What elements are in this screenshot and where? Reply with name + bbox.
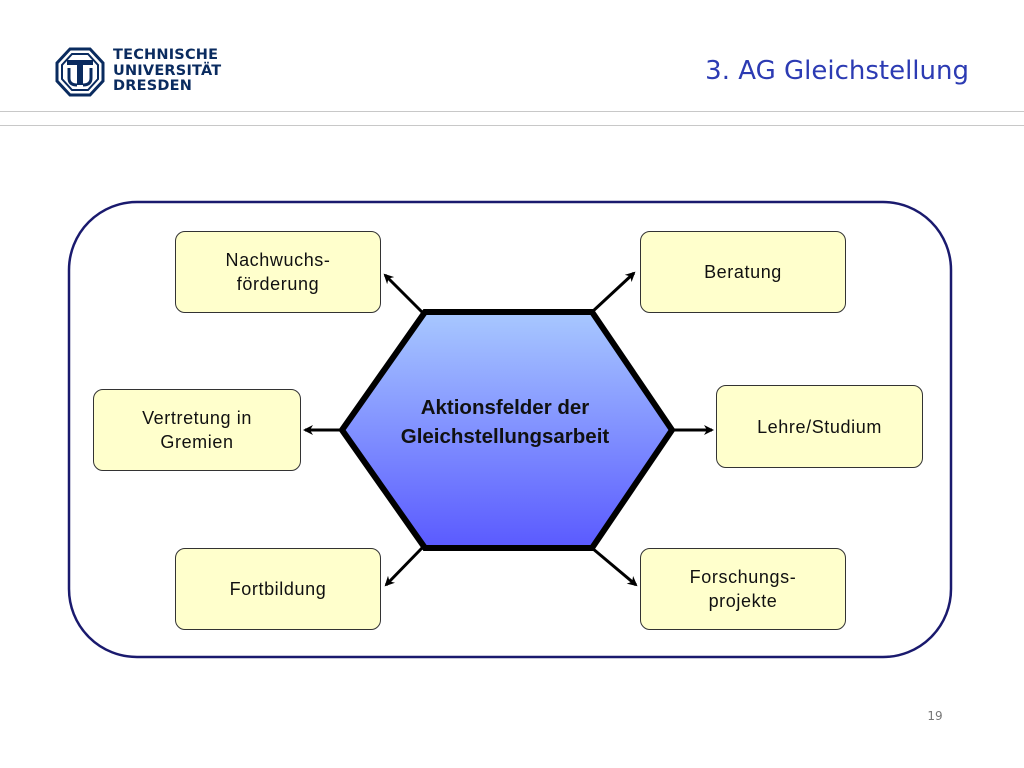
center-hexagon bbox=[338, 309, 676, 551]
tu-dresden-logo-icon bbox=[55, 47, 105, 97]
header-divider-top bbox=[0, 111, 1024, 112]
center-label: Aktionsfelder der Gleichstellungsarbeit bbox=[400, 396, 610, 448]
page-number: 19 bbox=[927, 709, 943, 723]
node-lehre-studium: Lehre/Studium bbox=[716, 385, 923, 468]
node-beratung: Beratung bbox=[640, 231, 846, 313]
node-forschungsprojekte: Forschungs- projekte bbox=[640, 548, 846, 630]
arrow-bottom-right bbox=[591, 546, 638, 587]
arrow-top-left bbox=[383, 273, 424, 314]
arrow-bottom-left bbox=[384, 546, 424, 587]
arrow-top-right bbox=[590, 271, 636, 314]
logo-line-2: UNIVERSITÄT bbox=[113, 62, 222, 79]
logo-line-1: TECHNISCHE bbox=[113, 47, 219, 63]
node-fortbildung: Fortbildung bbox=[175, 548, 381, 630]
node-vertretung-in-gremien: Vertretung in Gremien bbox=[93, 389, 301, 471]
slide-title: 3. AG Gleichstellung bbox=[705, 56, 969, 86]
logo-line-3: DRESDEN bbox=[113, 78, 193, 94]
node-nachwuchsfoerderung: Nachwuchs- förderung bbox=[175, 231, 381, 313]
logo-wordmark: TECHNISCHE UNIVERSITÄT DRESDEN bbox=[113, 47, 222, 95]
university-logo: TECHNISCHE UNIVERSITÄT DRESDEN bbox=[55, 46, 225, 100]
header-divider-bottom bbox=[0, 125, 1024, 126]
